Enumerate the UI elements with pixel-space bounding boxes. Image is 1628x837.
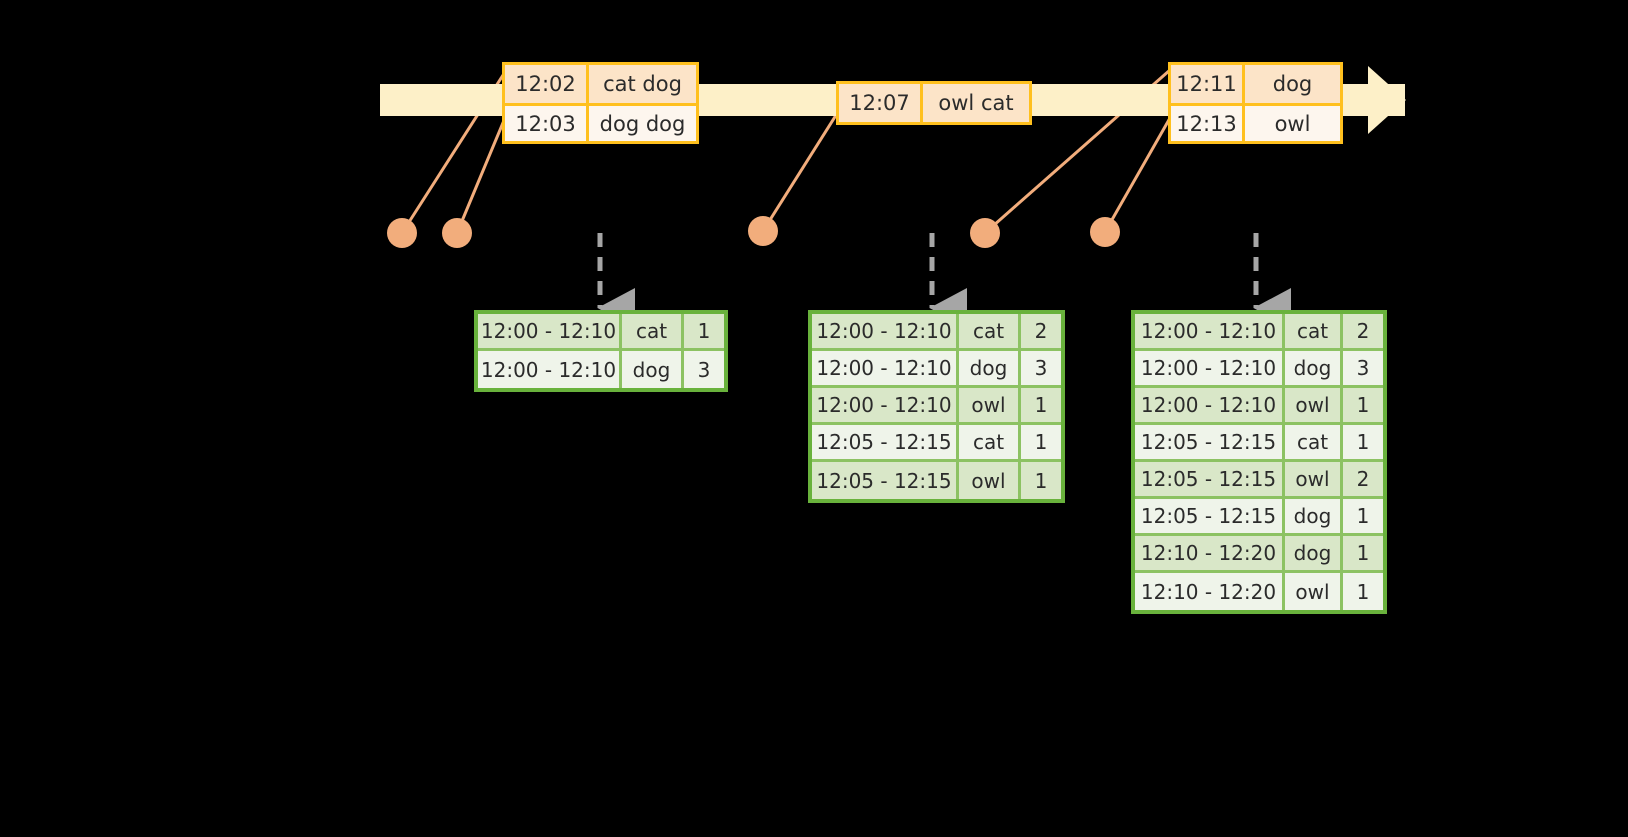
event-box-group-b[interactable]: 12:07 owl cat [836,81,1032,125]
cell-key: owl [959,388,1021,425]
cell-key: dog [1285,499,1343,536]
cell-key: dog [959,351,1021,388]
dot-1202[interactable] [387,218,417,248]
cell-count: 1 [1343,499,1383,536]
event-row: 12:07 owl cat [839,84,1029,122]
event-time: 12:13 [1171,106,1245,141]
cell-key: owl [959,462,1021,499]
dot-1203[interactable] [442,218,472,248]
event-value: owl cat [923,84,1029,122]
cell-count: 2 [1343,314,1383,351]
dot-1207[interactable] [748,216,778,246]
cell-window: 12:05 - 12:15 [812,462,959,499]
cell-count: 1 [1343,425,1383,462]
event-time: 12:11 [1171,65,1245,103]
event-row: 12:13 owl [1171,103,1340,141]
cell-count: 1 [1021,425,1061,462]
cell-window: 12:00 - 12:10 [1135,351,1285,388]
event-row: 12:02 cat dog [505,65,696,103]
cell-key: cat [959,314,1021,351]
cell-count: 1 [1343,573,1383,610]
cell-key: owl [1285,388,1343,425]
cell-window: 12:05 - 12:15 [812,425,959,462]
cell-count: 1 [1343,388,1383,425]
cell-count: 3 [1343,351,1383,388]
cell-key: cat [1285,425,1343,462]
cell-window: 12:05 - 12:15 [1135,462,1285,499]
cell-count: 3 [684,351,724,388]
cell-window: 12:10 - 12:20 [1135,536,1285,573]
cell-key: owl [1285,573,1343,610]
cell-key: dog [1285,351,1343,388]
cell-key: cat [622,314,684,351]
event-time: 12:07 [839,84,923,122]
event-time: 12:02 [505,65,589,103]
cell-window: 12:00 - 12:10 [812,351,959,388]
cell-count: 3 [1021,351,1061,388]
timeline-arrowhead-icon [1368,66,1406,134]
cell-key: cat [959,425,1021,462]
connector-1213 [1103,117,1172,233]
cell-window: 12:00 - 12:10 [812,388,959,425]
event-value: dog dog [589,106,696,141]
cell-key: dog [1285,536,1343,573]
cell-window: 12:05 - 12:15 [1135,499,1285,536]
cell-window: 12:05 - 12:15 [1135,425,1285,462]
connector-1207 [761,111,840,232]
cell-window: 12:10 - 12:20 [1135,573,1285,610]
cell-window: 12:00 - 12:10 [812,314,959,351]
cell-key: owl [1285,462,1343,499]
dot-1213[interactable] [1090,217,1120,247]
cell-count: 1 [1343,536,1383,573]
cell-key: cat [1285,314,1343,351]
cell-window: 12:00 - 12:10 [478,314,622,351]
connector-1203 [455,117,507,234]
flow-arrow-lines [597,233,1291,328]
cell-count: 2 [1343,462,1383,499]
event-value: owl [1245,106,1340,141]
cell-window: 12:00 - 12:10 [478,351,622,388]
event-row: 12:03 dog dog [505,103,696,141]
event-value: dog [1245,65,1340,103]
cell-key: dog [622,351,684,388]
event-box-group-a[interactable]: 12:02 cat dog 12:03 dog dog [502,62,699,144]
event-box-group-c[interactable]: 12:11 dog 12:13 owl [1168,62,1343,144]
cell-count: 1 [1021,462,1061,499]
event-row: 12:11 dog [1171,65,1340,103]
event-time: 12:03 [505,106,589,141]
event-value: cat dog [589,65,696,103]
cell-count: 1 [684,314,724,351]
cell-count: 1 [1021,388,1061,425]
cell-window: 12:00 - 12:10 [1135,388,1285,425]
cell-window: 12:00 - 12:10 [1135,314,1285,351]
dot-1211[interactable] [970,218,1000,248]
cell-count: 2 [1021,314,1061,351]
